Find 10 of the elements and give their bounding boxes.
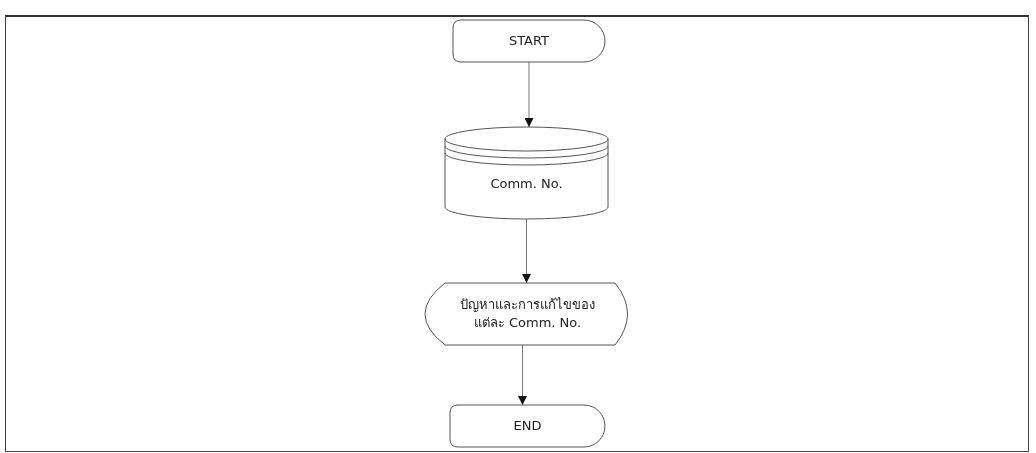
terminal-shape — [453, 20, 605, 62]
arrow — [524, 61, 534, 128]
storage-cylinder — [445, 127, 608, 219]
node-label: END — [512, 417, 543, 435]
arrow — [518, 344, 527, 406]
arrow — [522, 218, 531, 284]
node-label: Comm. No. — [489, 175, 564, 193]
terminal-shape — [450, 405, 605, 447]
node-label: ปัญหาและการแก้ไขของแต่ละ Comm. No. — [460, 296, 595, 332]
node-label: START — [507, 32, 551, 50]
